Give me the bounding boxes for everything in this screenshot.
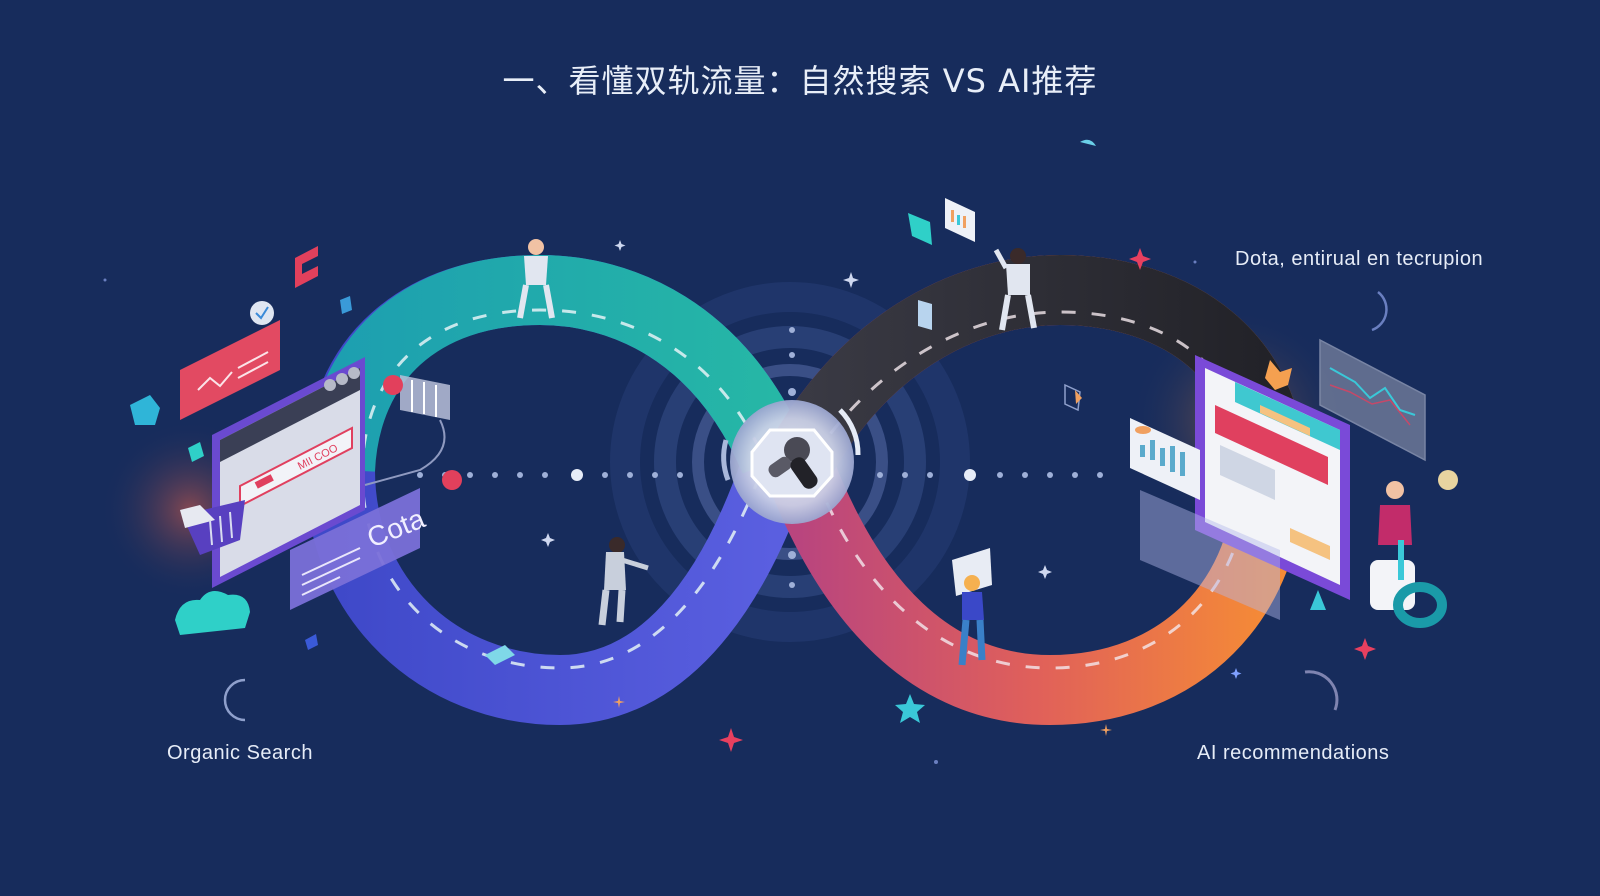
chart-card-icon	[945, 198, 975, 242]
document-icon	[918, 300, 932, 330]
basket-icon	[180, 500, 245, 555]
clock-icon	[1438, 470, 1458, 490]
label-data-text: Dota, entirual en tecrupion	[1235, 248, 1484, 270]
monitor-icon	[1195, 355, 1350, 600]
leaf-shape	[1080, 139, 1096, 146]
flask-icon	[1310, 590, 1326, 610]
chat-card-icon	[908, 213, 932, 245]
dot	[103, 278, 107, 282]
label-ai-recommendations: AI recommendations	[1197, 742, 1390, 764]
person-icon	[952, 548, 992, 666]
red-bracket-shape	[295, 246, 318, 288]
browser-window-icon: MII COO	[212, 357, 365, 588]
arc-shape	[1304, 670, 1339, 711]
red-dot-icon	[442, 470, 462, 490]
dotted-axis	[417, 327, 1103, 588]
orange-shape	[1265, 360, 1292, 390]
sparkle-icon	[541, 240, 1242, 679]
gem-shape	[340, 296, 352, 314]
cloud-icon	[175, 591, 250, 635]
organic-search-track	[304, 254, 809, 726]
arc-shape	[223, 678, 246, 722]
page-title: 一、看懂双轨流量：自然搜索 VS AI推荐	[502, 62, 1098, 100]
gem-shape	[130, 395, 160, 425]
sparkle-icon	[613, 248, 1376, 752]
person-icon	[598, 537, 649, 626]
person-icon	[993, 248, 1037, 331]
pin-icon	[1075, 390, 1082, 404]
gem-shape	[188, 442, 204, 462]
star-icon	[895, 694, 925, 723]
server-rack-icon	[364, 375, 450, 486]
dot	[934, 760, 938, 764]
line-chart-panel	[1319, 338, 1426, 462]
chart-card-icon	[180, 301, 280, 420]
gem-shape	[305, 634, 318, 650]
person-icon	[1370, 481, 1447, 628]
pin-icon	[1064, 383, 1081, 412]
cota-card: Cota	[290, 488, 429, 610]
person-icon	[517, 239, 555, 319]
hub-icon	[721, 400, 861, 524]
glass-card	[1140, 490, 1280, 620]
arc-shape	[1371, 291, 1388, 332]
chart-card-icon	[1130, 418, 1200, 500]
dot	[1193, 260, 1197, 264]
label-organic-search: Organic Search	[167, 742, 313, 764]
chip-icon	[485, 645, 515, 665]
